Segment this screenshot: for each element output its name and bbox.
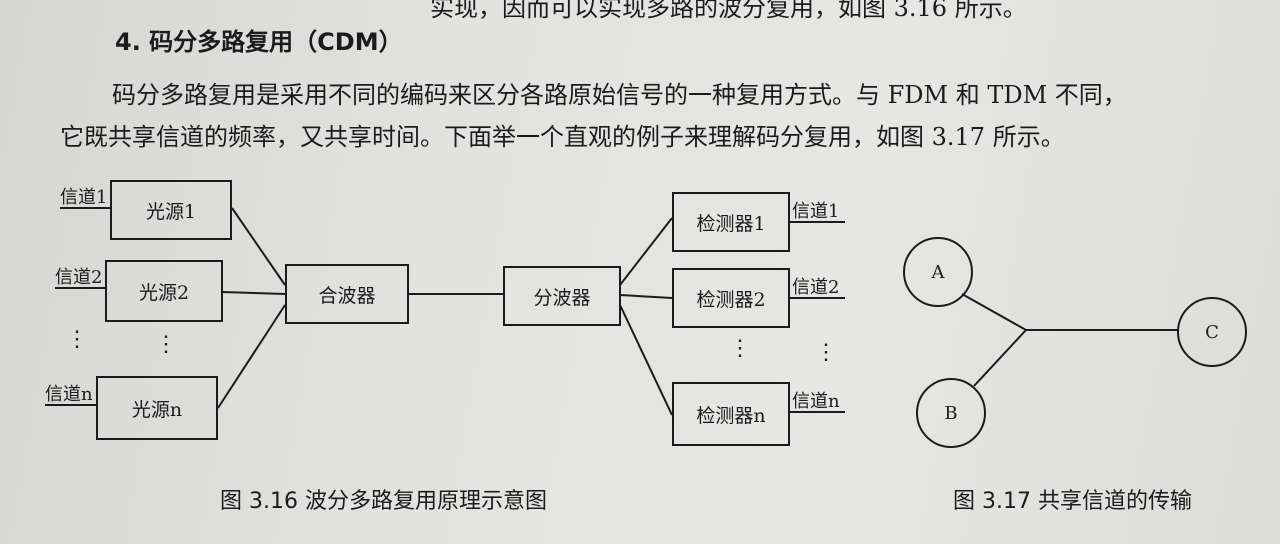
ellipsis: ⋮	[155, 332, 177, 357]
node-a: A	[903, 237, 973, 307]
node-c: C	[1177, 297, 1247, 367]
input-channel-label: 信道2	[55, 267, 103, 288]
combiner-box: 合波器	[285, 264, 409, 324]
detector-box: 检测器1	[672, 192, 790, 252]
input-channel-label: 信道1	[60, 187, 108, 208]
figure-caption: 图 3.16 波分多路复用原理示意图	[220, 489, 547, 514]
splitter-box: 分波器	[503, 266, 621, 326]
previous-paragraph-line: 实现，因而可以实现多路的波分复用，如图 3.16 所示。	[430, 0, 1027, 22]
detector-box: 检测器n	[672, 382, 790, 446]
detector-box: 检测器2	[672, 268, 790, 328]
paragraph-line: 码分多路复用是采用不同的编码来区分各路原始信号的一种复用方式。与 FDM 和 T…	[112, 81, 1127, 109]
ellipsis: ⋮	[729, 336, 751, 361]
input-channel-label: 信道n	[45, 384, 93, 405]
output-channel-label: 信道n	[792, 391, 840, 412]
figure-caption: 图 3.17 共享信道的传输	[953, 489, 1192, 514]
light-source-box: 光源2	[105, 260, 223, 322]
light-source-box: 光源n	[96, 376, 218, 440]
light-source-box: 光源1	[110, 180, 232, 240]
ellipsis: ⋮	[815, 340, 837, 365]
output-channel-label: 信道1	[792, 201, 840, 222]
section-heading: 4. 码分多路复用（CDM）	[115, 28, 403, 56]
ellipsis: ⋮	[66, 327, 88, 352]
output-channel-label: 信道2	[792, 277, 840, 298]
node-b: B	[916, 378, 986, 448]
paragraph-line: 它既共享信道的频率，又共享时间。下面举一个直观的例子来理解码分复用，如图 3.1…	[60, 123, 1065, 151]
